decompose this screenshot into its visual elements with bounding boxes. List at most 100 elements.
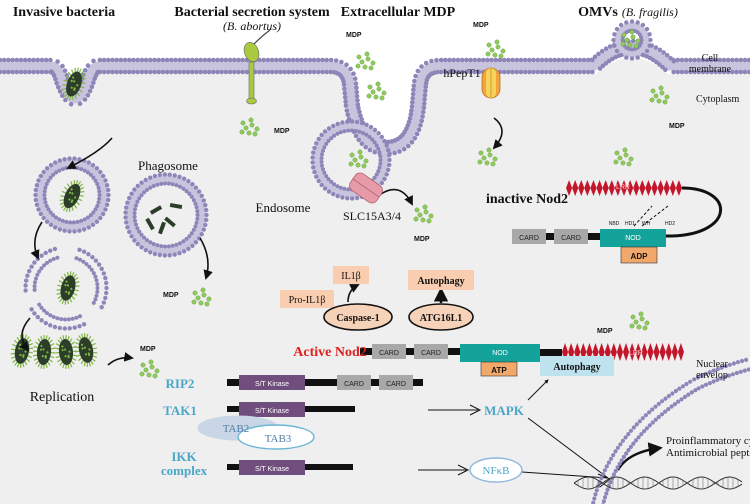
lipid-head (63, 317, 67, 322)
lipid-head (96, 200, 101, 205)
lipid-head (406, 143, 411, 149)
lipid-head (611, 37, 616, 43)
lipid-head (355, 98, 360, 103)
lipid-head (91, 58, 96, 64)
lipid-head (173, 69, 178, 75)
lipid-head (612, 43, 617, 48)
bacterium-replicating-2 (32, 335, 56, 369)
lipid-head (518, 69, 524, 75)
cell-membrane (0, 38, 750, 157)
lipid-head (89, 267, 94, 272)
arrow-mapk-to-autophagy (527, 379, 549, 401)
mdp-dot (201, 292, 207, 298)
bacterium-fragment (145, 217, 155, 231)
lipid-head (104, 183, 110, 188)
lipid-head (639, 35, 643, 40)
lipid-head (77, 324, 82, 329)
lipid-head (346, 187, 351, 192)
lipid-head (170, 243, 175, 248)
mdp-dot (644, 320, 650, 326)
lipid-head (181, 239, 186, 244)
lipid-head (133, 207, 137, 212)
lipid-head (618, 442, 623, 447)
lipid-head (680, 384, 686, 389)
lipid-head (414, 131, 420, 137)
lipid-head (236, 57, 241, 63)
lipid-head (42, 189, 47, 194)
lipid-head (434, 57, 439, 63)
lipid-head (39, 305, 44, 310)
lipid-head (303, 57, 309, 63)
lipid-head (106, 192, 111, 198)
caspase1-label: Caspase-1 (336, 313, 379, 324)
lipid-head (707, 370, 712, 375)
lipid-head (215, 57, 220, 63)
lipid-head (527, 69, 532, 75)
lipid-head (657, 47, 663, 53)
lipid-head (191, 198, 196, 203)
lipid-head (110, 69, 115, 75)
lipid-head (55, 316, 60, 321)
lipid-head (564, 57, 570, 63)
lipid-head (123, 210, 128, 215)
lipid-head (604, 464, 609, 469)
lipid-head (635, 55, 640, 60)
lipid-head (644, 48, 650, 54)
mdp-dot (191, 299, 197, 305)
lipid-head (316, 136, 321, 142)
lipid-head (103, 207, 108, 212)
lipid-head (717, 69, 723, 75)
mdp-dot (486, 42, 492, 48)
lipid-head (62, 157, 67, 162)
lipid-head (730, 57, 735, 63)
lipid-head (52, 246, 58, 252)
lipid-head (122, 69, 128, 75)
lipid-head (713, 57, 718, 63)
lipid-head (173, 57, 178, 63)
lipid-head (172, 173, 177, 178)
inactive-subdomain-hd2: HD2 (665, 221, 675, 227)
tak1-kinase-label: S/T Kinase (255, 408, 289, 415)
lipid-head (185, 69, 191, 75)
lipid-head (647, 43, 652, 48)
lipid-head (48, 57, 53, 63)
lipid-head (203, 202, 208, 208)
mdp-dot (357, 149, 363, 155)
lipid-head (363, 144, 369, 150)
lipid-head (18, 69, 24, 75)
lipid-head (95, 286, 100, 290)
lipid-head (663, 409, 668, 414)
lipid-head (364, 122, 369, 128)
mdp-particles (139, 29, 670, 379)
lipid-head (387, 157, 392, 163)
lipid-head (405, 123, 411, 128)
lipid-head (303, 69, 309, 75)
lipid-head (162, 172, 167, 177)
lipid-head (316, 178, 321, 184)
tak1-label: TAK1 (163, 403, 197, 418)
lipid-head (341, 82, 347, 87)
lipid-head (409, 108, 414, 113)
lipid-head (422, 97, 427, 102)
lipid-head (53, 225, 58, 230)
lipid-head (127, 69, 132, 75)
lipid-head (35, 272, 40, 277)
lipid-head (44, 166, 50, 171)
lipid-head (125, 225, 130, 230)
lipid-head (75, 166, 80, 171)
lipid-head (95, 182, 100, 186)
lipid-head (656, 401, 661, 406)
lipid-head (618, 22, 624, 28)
lipid-head (62, 68, 68, 73)
lipid-head (378, 154, 383, 159)
rip2-card1 (337, 375, 371, 390)
mdp-dot (481, 155, 487, 161)
lipid-head (593, 492, 598, 497)
lipid-head (617, 461, 622, 466)
lipid-head (106, 69, 111, 75)
lipid-head (677, 386, 682, 391)
lipid-head (429, 58, 434, 64)
lipid-head (34, 276, 38, 281)
lipid-head (135, 199, 140, 204)
